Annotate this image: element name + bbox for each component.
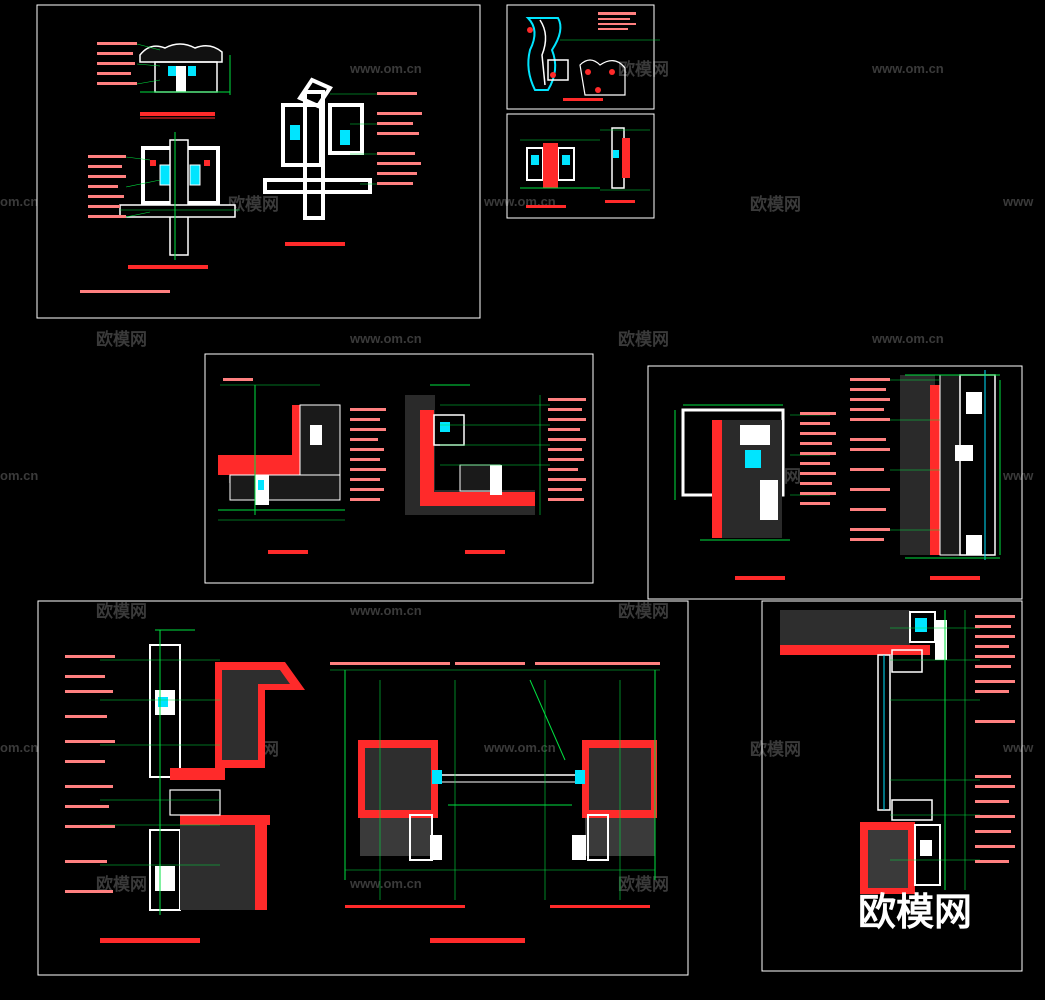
watermark-cn: 欧模网: [96, 329, 147, 350]
watermark-cn: 欧模网: [750, 194, 801, 215]
detail-column-section: [850, 370, 1001, 580]
watermark-cn: 欧模网: [96, 601, 147, 622]
watermark-cn: 欧模网: [228, 194, 279, 215]
watermark-url: www.om.cn: [349, 603, 422, 618]
watermark-url: www.om.cn: [483, 740, 556, 755]
watermark-url: www.om.cn: [349, 331, 422, 346]
watermark-url: www.om.cn: [871, 331, 944, 346]
panel-1-details: [80, 42, 422, 293]
detail-isometric: [263, 77, 422, 246]
frame-panel-7: [761, 600, 1023, 972]
detail-box-section: [674, 404, 836, 580]
panel-6-details: [65, 629, 660, 943]
frame-panel-4: [204, 353, 594, 584]
watermark-cn: 欧模网: [750, 739, 801, 760]
frame-panel-6: [37, 600, 689, 976]
watermark-layer: www.om.cn 欧模网 www.om.cn om.cn 欧模网 www.om…: [0, 59, 1034, 895]
watermark-url: www: [1002, 740, 1034, 755]
panel-4-details: [218, 378, 586, 554]
watermark-cn: 欧模网: [618, 59, 669, 80]
watermark-url: om.cn: [0, 740, 38, 755]
watermark-url: www: [1002, 194, 1034, 209]
watermark-cn: 欧模网: [618, 329, 669, 350]
watermark-url: www: [1002, 468, 1034, 483]
detail-corner-left: [218, 378, 386, 554]
watermark-url: www.om.cn: [871, 61, 944, 76]
watermark-url: www.om.cn: [349, 876, 422, 891]
detail-sill-section: [97, 42, 231, 119]
frame-panel-1: [36, 4, 481, 319]
sheet-frames: [36, 4, 1023, 976]
panel-5-details: [674, 370, 1001, 580]
watermark-cn: 欧模网: [618, 874, 669, 895]
watermark-url: www.om.cn: [349, 61, 422, 76]
detail-cross-joint: [80, 132, 240, 293]
panel-2-details: [525, 12, 660, 101]
frame-panel-3: [506, 113, 655, 219]
brand-logo-watermark: 欧模网: [858, 890, 972, 934]
watermark-cn: 欧模网: [618, 601, 669, 622]
watermark-url: om.cn: [0, 194, 38, 209]
watermark-cn: 欧模网: [96, 874, 147, 895]
panel-7-details: [780, 610, 1015, 894]
frame-panel-2: [506, 4, 655, 110]
frame-panel-5: [647, 365, 1023, 600]
panel-3-details: [520, 127, 650, 208]
detail-window-opening: [330, 662, 660, 943]
detail-corner-right: [405, 384, 586, 554]
watermark-url: om.cn: [0, 468, 38, 483]
detail-stepped-wall: [65, 629, 305, 943]
